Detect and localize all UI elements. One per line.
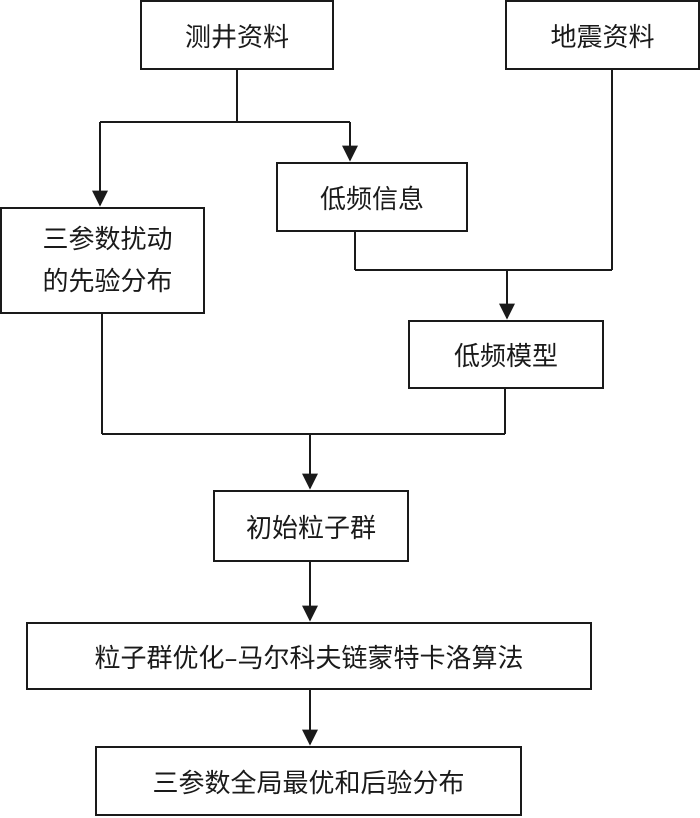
seismic-box: 地震资料 <box>505 0 700 70</box>
prior-distribution-label: 三参数扰动 的先验分布 <box>42 224 173 297</box>
pso-mcmc-box: 粒子群优化–马尔科夫链蒙特卡洛算法 <box>26 622 592 690</box>
seismic-label: 地震资料 <box>550 22 655 53</box>
low-freq-info-box: 低频信息 <box>276 162 468 232</box>
initial-swarm-label: 初始粒子群 <box>245 513 376 544</box>
posterior-label: 三参数全局最优和后验分布 <box>152 768 465 799</box>
pso-mcmc-label: 粒子群优化–马尔科夫链蒙特卡洛算法 <box>94 643 524 674</box>
well-log-label: 测井资料 <box>184 22 289 53</box>
low-freq-model-label: 低频模型 <box>453 342 558 372</box>
well-log-box: 测井资料 <box>140 0 334 70</box>
initial-swarm-box: 初始粒子群 <box>213 490 409 562</box>
low-freq-model-box: 低频模型 <box>408 320 604 389</box>
prior-distribution-box: 三参数扰动 的先验分布 <box>0 207 205 314</box>
low-freq-info-label: 低频信息 <box>319 184 424 215</box>
posterior-box: 三参数全局最优和后验分布 <box>95 746 522 816</box>
